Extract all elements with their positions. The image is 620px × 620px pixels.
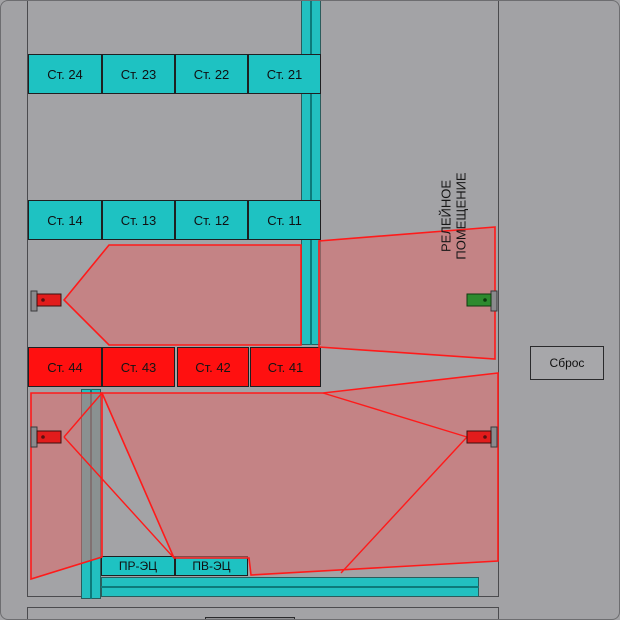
rack-label: Ст. 23	[120, 66, 157, 82]
rack-label: Ст. 11	[267, 212, 302, 228]
sensor-right-upper-icon[interactable]	[466, 290, 498, 312]
cable-bus-line	[310, 1, 312, 345]
bottom-panel-handle[interactable]	[205, 617, 295, 619]
rack-label: Ст. 24	[47, 66, 83, 82]
rack-14[interactable]: Ст. 14	[28, 200, 102, 240]
rack-23[interactable]: Ст. 23	[102, 54, 175, 94]
rack-label: Ст. 12	[193, 212, 230, 228]
relay-room-label: РЕЛЕЙНОЕ ПОМЕЩЕНИЕ	[427, 161, 481, 271]
rack-12[interactable]: Ст. 12	[175, 200, 248, 240]
rack-label: Ст. 44	[47, 359, 83, 375]
rack-label: Ст. 13	[120, 212, 157, 228]
sensor-left-lower-icon[interactable]	[30, 426, 62, 448]
beam-line	[63, 392, 103, 438]
bottom-panel	[27, 607, 499, 619]
sensor-right-lower-icon[interactable]	[466, 426, 498, 448]
rack-11[interactable]: Ст. 11	[248, 200, 321, 240]
detection-zone-upper-right	[318, 226, 496, 360]
rack-label: Ст. 42	[195, 359, 231, 375]
detection-zone-lower-left	[30, 392, 103, 581]
rack-22[interactable]: Ст. 22	[175, 54, 248, 94]
reset-button-label: Сброс	[549, 356, 585, 370]
rack-label: Ст. 22	[193, 66, 230, 82]
rack-label: Ст. 21	[266, 66, 303, 82]
beam-line	[340, 436, 468, 574]
rack-label: ПВ-ЭЦ	[192, 559, 231, 573]
beam-line	[322, 392, 468, 438]
rack-41[interactable]: Ст. 41	[250, 347, 321, 387]
rack-42[interactable]: Ст. 42	[177, 347, 249, 387]
cable-bus-line	[101, 586, 479, 588]
rack-label: Ст. 43	[120, 359, 157, 375]
rack-24[interactable]: Ст. 24	[28, 54, 102, 94]
rack-13[interactable]: Ст. 13	[102, 200, 175, 240]
rack-44[interactable]: Ст. 44	[28, 347, 102, 387]
detection-zone-lower-right	[100, 372, 499, 576]
reset-button[interactable]: Сброс	[530, 346, 604, 380]
detection-zone-upper-left	[62, 244, 302, 346]
rack-pr-ec[interactable]: ПР-ЭЦ	[101, 556, 175, 576]
relay-room-label-text: РЕЛЕЙНОЕ ПОМЕЩЕНИЕ	[439, 172, 469, 260]
rack-label: Ст. 41	[267, 359, 304, 375]
rack-43[interactable]: Ст. 43	[102, 347, 175, 387]
rack-label: Ст. 14	[47, 212, 83, 228]
rack-label: ПР-ЭЦ	[118, 559, 158, 573]
beam-line	[63, 436, 175, 559]
rack-21[interactable]: Ст. 21	[248, 54, 321, 94]
sensor-left-upper-icon[interactable]	[30, 290, 62, 312]
